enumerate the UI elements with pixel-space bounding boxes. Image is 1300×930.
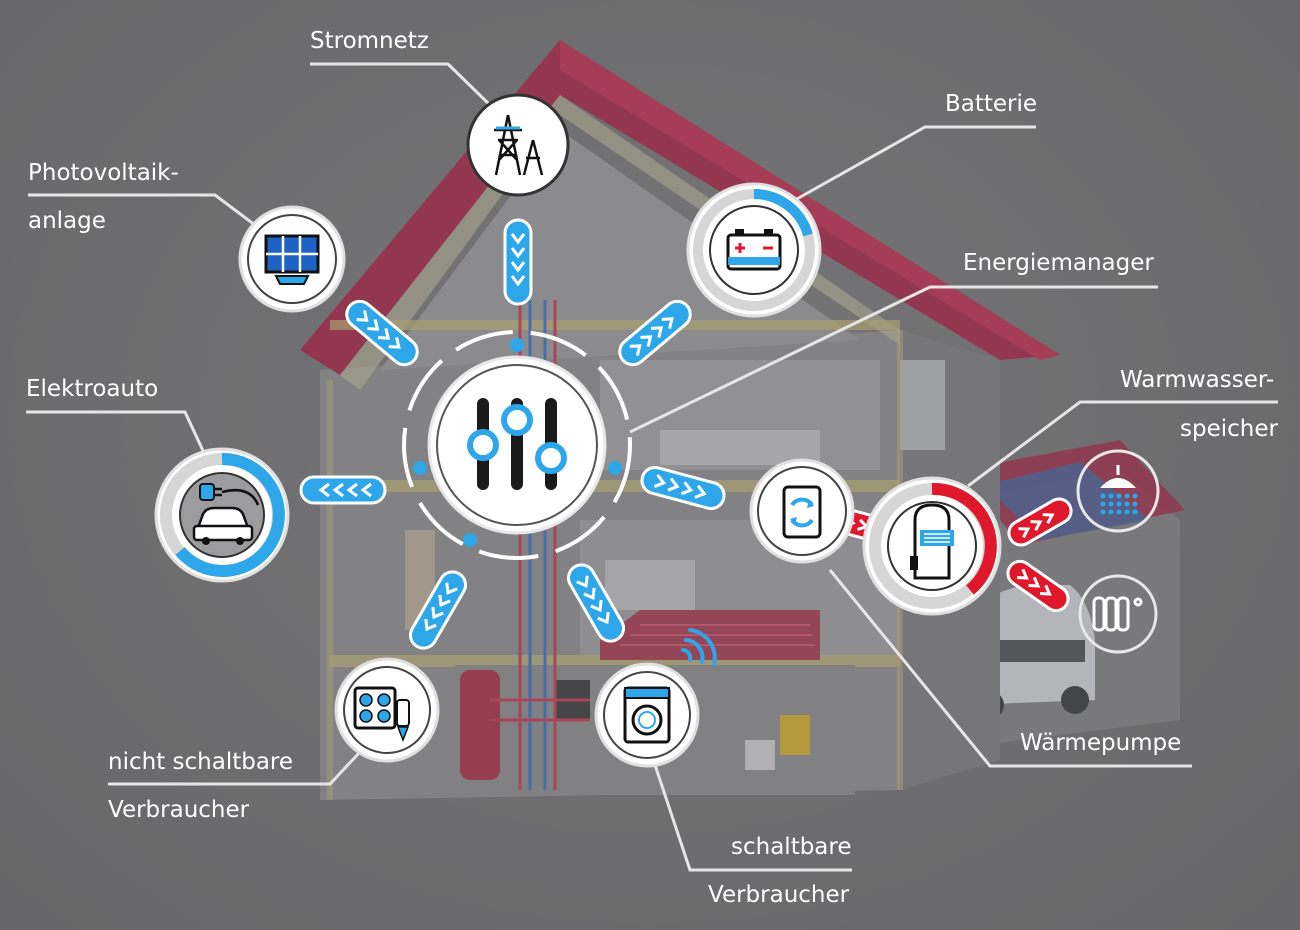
equalizer-icon — [467, 398, 567, 490]
radiator-node[interactable] — [1078, 574, 1158, 654]
cooktop-icon — [353, 686, 410, 743]
shower-node[interactable] — [1076, 449, 1160, 533]
elektroauto-node[interactable] — [154, 447, 290, 583]
energy-manager-hub[interactable] — [402, 330, 632, 560]
labels: Stromnetz Batterie Photovoltaik- anlage … — [26, 28, 1278, 908]
label-photovoltaik-line2: anlage — [28, 208, 106, 234]
schaltbare-verbraucher-node[interactable] — [594, 662, 700, 768]
label-nicht-schaltbar-line1: nicht schaltbare — [108, 749, 293, 775]
label-warmwasser-line1: Warmwasser- — [1120, 367, 1274, 393]
label-energiemanager: Energiemanager — [963, 250, 1154, 276]
label-nicht-schaltbar-line2: Verbraucher — [108, 797, 250, 823]
washing-machine-icon — [623, 686, 671, 744]
batterie-node[interactable] — [686, 182, 822, 318]
wifi-icon — [681, 628, 717, 666]
shower-icon — [1100, 465, 1138, 515]
solar-panel-icon — [264, 234, 320, 285]
label-schaltbar-line1: schaltbare — [731, 834, 852, 860]
photovoltaik-node[interactable] — [238, 205, 346, 313]
water-tank-icon — [910, 503, 954, 580]
power-tower-icon — [494, 114, 544, 176]
label-batterie: Batterie — [945, 91, 1037, 117]
connector-lines — [26, 62, 1278, 872]
label-waermepumpe: Wärmepumpe — [1020, 730, 1181, 756]
battery-icon — [726, 229, 782, 271]
label-stromnetz: Stromnetz — [310, 28, 429, 54]
heat-pump-icon — [782, 485, 822, 539]
nicht-schaltbare-verbraucher-node[interactable] — [334, 657, 440, 763]
label-elektroauto: Elektroauto — [26, 376, 158, 402]
label-warmwasser-line2: speicher — [1180, 416, 1278, 442]
radiator-icon — [1092, 596, 1143, 632]
warmwasserspeicher-node[interactable] — [862, 476, 1002, 616]
stromnetz-node[interactable] — [466, 93, 570, 197]
waermepumpe-node[interactable] — [749, 458, 855, 564]
electric-car-icon — [192, 483, 260, 545]
label-photovoltaik-line1: Photovoltaik- — [28, 160, 179, 186]
label-schaltbar-line2: Verbraucher — [708, 882, 850, 908]
